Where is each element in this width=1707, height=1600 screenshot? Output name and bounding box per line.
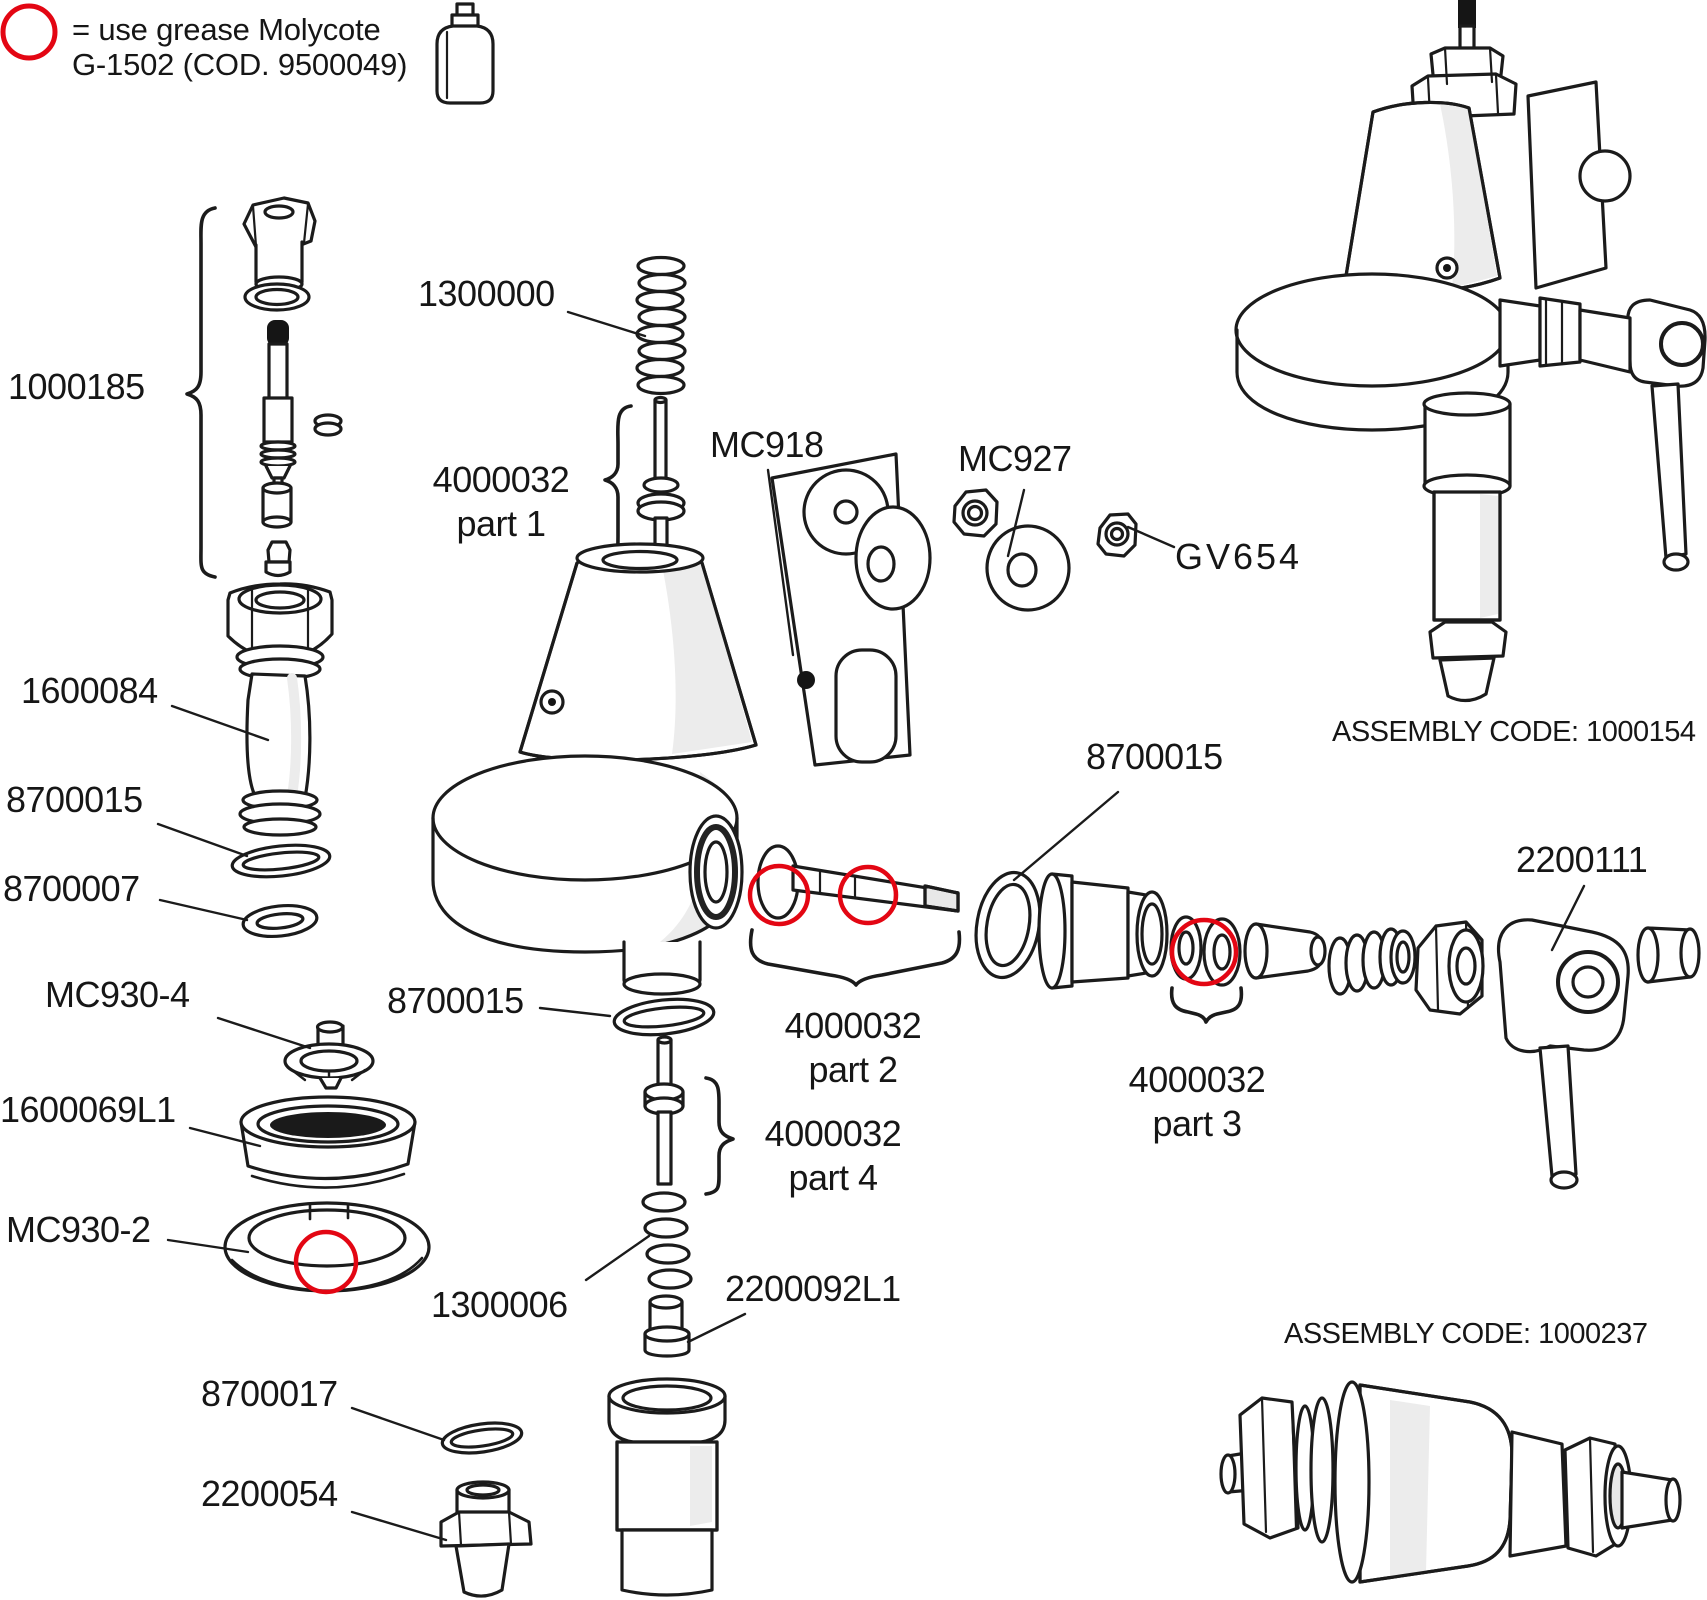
part-label-2200092l1: 2200092L1 (725, 1268, 901, 1309)
part-label-mc930-4: MC930-4 (45, 974, 190, 1015)
grease-marker-circles (293, 863, 1239, 1295)
kit-part1-name: part 1 (456, 503, 546, 544)
legend-line2: G-1502 (COD. 9500049) (72, 47, 408, 82)
oring-8700007-drawing (241, 903, 319, 939)
grease-marker-legend-circle (0, 3, 58, 61)
part-label-8700015-right: 8700015 (1086, 736, 1223, 777)
part-label-mc918: MC918 (710, 424, 824, 465)
grease-bottle-icon (435, 2, 495, 105)
oring-8700015-right-drawing (974, 870, 1042, 980)
assembly-1000154-drawing (1234, 0, 1707, 703)
nozzle-2200054-drawing (439, 1480, 533, 1598)
part-label-1300006: 1300006 (431, 1284, 568, 1325)
nozzle-housing-drawing (607, 1377, 727, 1597)
spring-1300000-drawing (635, 255, 687, 396)
assembly-code-1000154: ASSEMBLY CODE: 1000154 (1332, 716, 1696, 748)
part-label-8700017: 8700017 (201, 1373, 338, 1414)
bushing-2200092l1-drawing (643, 1294, 691, 1358)
part-label-gv654: GV654 (1175, 536, 1303, 577)
kit-part3-code: 4000032 (1128, 1059, 1266, 1100)
kit-part3-chain-drawing (1037, 872, 1485, 1016)
washer-8700017-drawing (440, 1421, 524, 1455)
part-label-2200054: 2200054 (201, 1473, 338, 1514)
part-label-4000032-part4: 4000032 part 4 (748, 1112, 918, 1200)
part-label-1000185: 1000185 (8, 366, 145, 407)
ring-mc930-2-drawing (223, 1201, 431, 1293)
part-label-1300000: 1300000 (418, 273, 555, 314)
kit-part4-pin-drawing (643, 1035, 735, 1196)
kit-part4-name: part 4 (788, 1157, 878, 1198)
part-label-2200111: 2200111 (1516, 839, 1648, 880)
group-1000185-parts (185, 196, 343, 579)
kit-part3-name: part 3 (1152, 1103, 1242, 1144)
kit-part4-code: 4000032 (764, 1113, 902, 1154)
part-label-mc930-2: MC930-2 (6, 1209, 151, 1250)
part-label-8700007: 8700007 (3, 868, 140, 909)
kit-part1-code: 4000032 (432, 459, 570, 500)
legend-line1: = use grease Molycote (72, 12, 381, 47)
part-label-8700015-left: 8700015 (6, 779, 143, 820)
kit-part2-code: 4000032 (784, 1005, 922, 1046)
part-label-4000032-part3: 4000032 part 3 (1112, 1058, 1282, 1146)
leader-lines (156, 310, 1586, 1542)
kit-part2-name: part 2 (808, 1049, 898, 1090)
assembly-1000237-drawing (1219, 1380, 1682, 1584)
part-label-4000032-part1: 4000032 part 1 (416, 458, 586, 546)
kit-braces (748, 928, 1244, 1024)
cup-1600069l1-drawing (239, 1095, 417, 1189)
part-label-4000032-part2: 4000032 part 2 (768, 1004, 938, 1092)
valve-mc930-4-drawing (283, 1020, 375, 1090)
lever-2200111-drawing (1497, 918, 1701, 1190)
part-label-8700015-mid: 8700015 (387, 980, 524, 1021)
sleeve-1600084-drawing (226, 582, 334, 837)
oring-8700015-left-drawing (230, 843, 332, 879)
part-label-1600069l1: 1600069L1 (0, 1089, 176, 1130)
oring-8700015-mid-drawing (612, 997, 716, 1037)
part-label-mc927: MC927 (958, 438, 1072, 479)
part-label-1600084: 1600084 (21, 670, 158, 711)
kit-part2-shaft-drawing (756, 844, 960, 920)
kit-part1-pin-drawing (603, 395, 686, 560)
legend-text: = use grease Molycote G-1502 (COD. 95000… (72, 12, 407, 82)
washer-mc927-hardware-drawing (854, 488, 1138, 612)
assembly-code-1000237: ASSEMBLY CODE: 1000237 (1284, 1318, 1648, 1350)
spring-1300006-drawing (641, 1191, 693, 1290)
valve-body-drawing (431, 542, 758, 996)
